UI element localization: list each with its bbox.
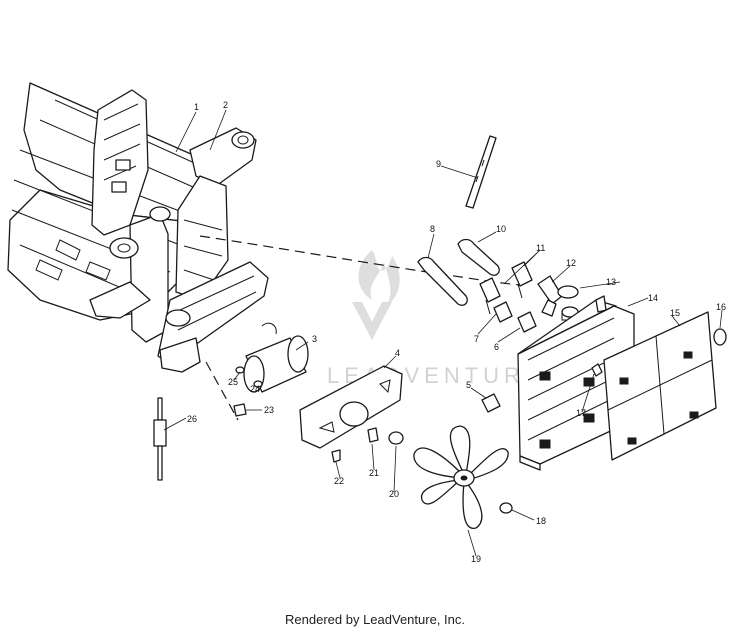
callout-6: 6 [494,342,499,352]
screen-part-15 [603,311,717,461]
callout-5: 5 [466,380,471,390]
nut-part-24 [253,380,263,388]
callout-1: 1 [194,102,199,112]
callout-18: 18 [536,516,546,526]
shroud-part-4 [299,365,403,449]
leader-lines [163,109,723,557]
frame-assembly [7,82,269,373]
callout-21: 21 [369,468,379,478]
callout-13: 13 [606,277,616,287]
hose-part-10 [457,238,500,276]
motor-part-3 [243,322,309,393]
clip-part-23 [233,403,247,417]
callout-14: 14 [648,293,658,303]
ring-part-16 [713,328,727,346]
strap-part-9 [465,135,497,209]
fitting-part-7 [493,301,513,323]
bolt-part-21 [367,427,379,443]
fastener-part-17 [591,363,603,377]
watermark-v-icon [352,302,392,340]
callout-23: 23 [264,405,274,415]
callout-15: 15 [670,308,680,318]
callout-3: 3 [312,334,317,344]
washer-part-25 [235,366,245,374]
connector-part-26 [153,397,167,481]
callout-26: 26 [187,414,197,424]
callout-17: 17 [576,408,586,418]
callouts: 1 2 3 4 5 6 7 8 9 10 11 12 13 14 15 16 1… [187,100,726,564]
spacer-part-20 [388,431,404,445]
callout-25: 25 [228,377,238,387]
bracket-part-5 [481,393,501,413]
callout-2: 2 [223,100,228,110]
watermark-flame-icon [358,250,400,306]
sensor-part-12 [537,275,563,317]
callout-8: 8 [430,224,435,234]
callout-11: 11 [536,243,545,253]
screw-part-22 [331,449,341,463]
mount-dashed-line [205,361,239,421]
callout-22: 22 [334,476,344,486]
callout-16: 16 [716,302,726,312]
callout-24: 24 [250,384,260,394]
callout-12: 12 [566,258,576,268]
callout-9: 9 [436,159,441,169]
fitting-part-6 [517,311,537,333]
fan-part-19 [413,425,509,529]
nut-part-18 [499,502,513,514]
callout-10: 10 [496,224,506,234]
callout-4: 4 [395,348,400,358]
hose-part-8 [417,256,468,306]
callout-19: 19 [471,554,481,564]
callout-20: 20 [389,489,399,499]
fittings-part-11 [479,261,533,315]
footer-credit: Rendered by LeadVenture, Inc. [285,612,465,627]
callout-7: 7 [474,334,479,344]
